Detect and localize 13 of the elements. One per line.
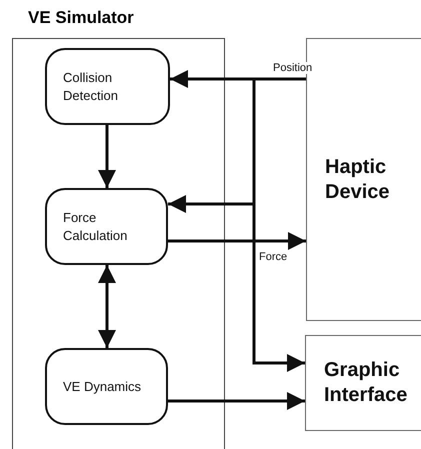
edge-label: Force <box>258 251 288 263</box>
device-box: Graphic Interface <box>305 335 421 431</box>
process-box: VE Dynamics <box>45 348 168 425</box>
arrow <box>168 232 306 250</box>
edge-label: Position <box>272 62 314 74</box>
process-box: Force Calculation <box>45 188 168 265</box>
frame-title: VE Simulator <box>28 8 134 28</box>
system-frame <box>12 8 225 449</box>
arrow <box>252 78 306 372</box>
process-box: Collision Detection <box>45 48 170 125</box>
arrow <box>98 265 116 348</box>
arrow <box>168 392 305 410</box>
arrow <box>98 125 116 188</box>
